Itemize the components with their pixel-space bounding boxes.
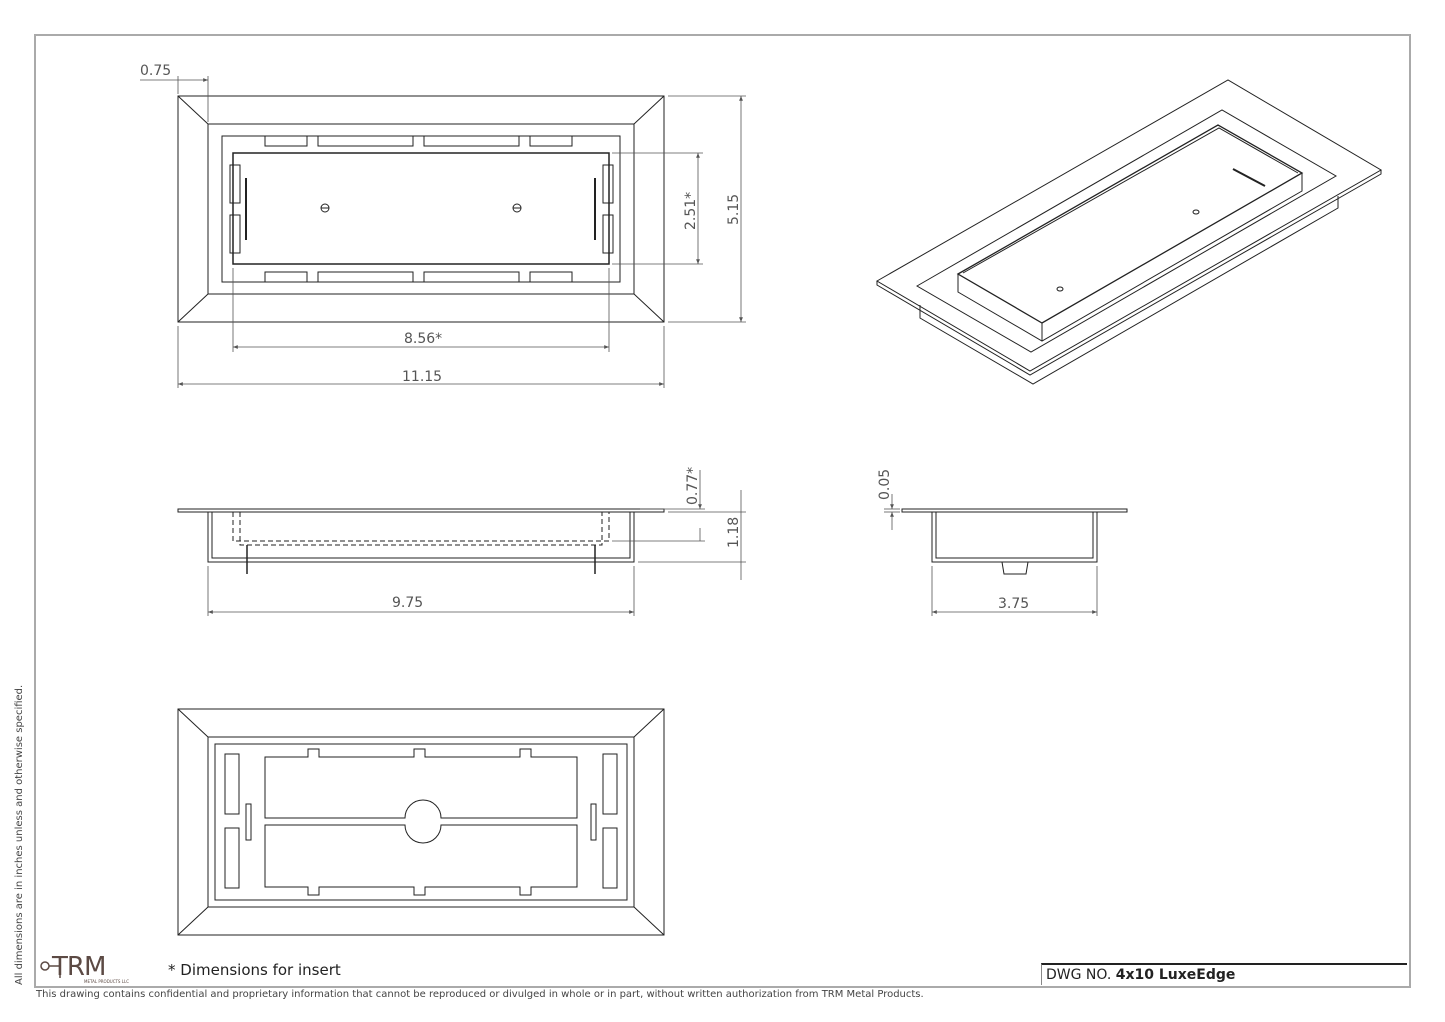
front-view-dimensions: [207, 470, 746, 616]
top-view: [177, 95, 665, 323]
isometric-view: [876, 79, 1382, 385]
dim-overall-height: 5.15: [726, 194, 742, 225]
title-block: DWG NO. 4x10 LuxeEdge: [1041, 963, 1407, 985]
units-note: All dimensions are in inches unless and …: [14, 684, 25, 985]
side-view: [901, 508, 1128, 575]
dwg-label: DWG NO.: [1046, 967, 1112, 983]
confidential-note: This drawing contains confidential and p…: [36, 989, 924, 1000]
dim-body-depth: 3.75: [998, 596, 1029, 612]
top-view-dimensions: [140, 76, 746, 388]
dwg-number: 4x10 LuxeEdge: [1115, 967, 1236, 983]
trm-logo-icon: [40, 961, 61, 978]
logo-name: TRM: [52, 952, 106, 982]
side-view-dimensions: [884, 494, 1098, 616]
dim-overall-width: 11.15: [402, 369, 442, 385]
dim-lip-thickness: 0.05: [877, 469, 893, 500]
dim-body-width: 9.75: [392, 595, 423, 611]
front-view: [177, 508, 665, 574]
dim-flange-thickness: 0.77*: [685, 467, 701, 505]
dim-insert-width: 8.56*: [404, 331, 442, 347]
trm-logo: TRM METAL PRODUCTS LLC: [38, 952, 129, 988]
dim-top-margin: 0.75: [140, 63, 171, 79]
logo-subtitle: METAL PRODUCTS LLC: [84, 979, 129, 984]
sheet-frame: [34, 34, 1411, 988]
insert-note: * Dimensions for insert: [168, 961, 341, 979]
bottom-view: [177, 708, 665, 936]
dim-depth: 1.18: [726, 517, 742, 548]
dim-insert-height: 2.51*: [683, 192, 699, 230]
